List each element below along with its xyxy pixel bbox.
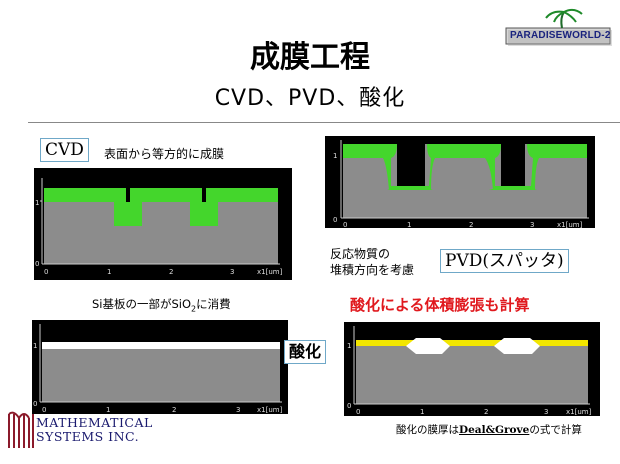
cvd-ytick-0: 0 [35,260,39,268]
oxidation-note-sub: 2 [191,304,197,314]
oxidation-note-prefix: Si基板の一部がSiO [92,297,192,311]
oxidation-right-plot: 1 0 0 1 2 3 x1[um] [347,326,592,416]
company-logo-text: MATHEMATICAL SYSTEMS INC. [36,416,153,444]
oxide-bump-2 [494,338,540,354]
cvd-ytick-1: 1 [35,199,39,207]
footer-note: 酸化の膜厚はDeal&Groveの式で計算 [396,422,582,437]
oxidation-note: Si基板の一部がSiO2に消費 [92,296,231,317]
brand-badge: PARADISEWORLD-2 [504,8,614,46]
ox-left-xtick-0: 0 [42,406,46,414]
oxidation-panel-left: 1 0 0 1 2 3 x1[um] [32,320,288,414]
ox-right-xtick-3: 3 [544,408,548,416]
page-subtitle: CVD、PVD、酸化 [214,86,406,111]
company-logo-line2: SYSTEMS INC. [36,429,140,444]
ox-left-ytick-1: 1 [33,342,37,350]
ox-right-xtick-1: 1 [420,408,424,416]
oxide-bump-1 [406,338,450,354]
cvd-profile-plot: 1 0 0 1 2 3 x1[um] [35,178,283,280]
pvd-xunit: x1[um] [557,221,583,228]
ox-right-ytick-0: 0 [347,402,351,410]
ox-left-xtick-2: 2 [172,406,176,414]
ox-left-xtick-3: 3 [236,406,240,414]
pvd-note-line1: 反応物質の [330,247,391,261]
cvd-note: 表面から等方的に成膜 [104,147,225,161]
company-logo-icon [6,408,36,456]
cvd-label: CVD [40,138,89,162]
ox-right-xtick-2: 2 [484,408,488,416]
pvd-xtick-3: 3 [530,221,534,228]
footer-note-link: Deal&Grove [459,424,530,436]
ox-right-xtick-0: 0 [356,408,360,416]
cvd-xunit: x1[um] [257,268,283,276]
ox-right-xunit: x1[um] [566,408,592,416]
oxidation-label: 酸化 [284,340,327,364]
ox-left-xtick-1: 1 [106,406,110,414]
pvd-green-film [343,144,587,190]
page-title: 成膜工程 [250,40,370,75]
pvd-ytick-1: 1 [333,152,337,160]
ox-left-xunit: x1[um] [257,406,283,414]
oxide-layer-yellow [356,340,588,346]
brand-badge-text: PARADISEWORLD-2 [510,30,611,41]
cvd-panel: 1 0 0 1 2 3 x1[um] [34,168,292,280]
pvd-profile-plot: 0 1 0 1 2 3 x1[um] [333,136,589,228]
pvd-xtick-2: 2 [469,221,473,228]
pvd-panel: 0 1 0 1 2 3 x1[um] [325,136,595,228]
cvd-xtick-2: 2 [169,268,173,276]
oxidation-panel-right: 1 0 0 1 2 3 x1[um] [344,322,600,416]
oxidation-red-note: 酸化による体積膨張も計算 [350,296,530,314]
ox-right-ytick-1: 1 [347,342,351,350]
cvd-xtick-0: 0 [44,268,48,276]
cvd-xtick-1: 1 [107,268,111,276]
pvd-xtick-0: 0 [343,221,347,228]
footer-note-suffix: の式で計算 [529,424,582,436]
palm-tree-icon [505,8,612,46]
footer-note-prefix: 酸化の膜厚は [396,424,459,436]
ox-left-ytick-0: 0 [33,400,37,408]
oxidation-note-suffix: に消費 [196,297,231,311]
title-divider [28,122,620,123]
pvd-note-line2: 堆積方向を考慮 [330,263,415,277]
cvd-xtick-3: 3 [230,268,234,276]
oxide-layer-white [42,342,280,349]
cvd-green-film [44,188,278,226]
pvd-xtick-1: 1 [407,221,411,228]
oxidation-left-plot: 1 0 0 1 2 3 x1[um] [33,324,283,414]
company-logo-line1: MATHEMATICAL [36,415,153,430]
pvd-label: PVD(スパッタ) [440,249,569,273]
pvd-ytick-0: 0 [333,216,337,224]
